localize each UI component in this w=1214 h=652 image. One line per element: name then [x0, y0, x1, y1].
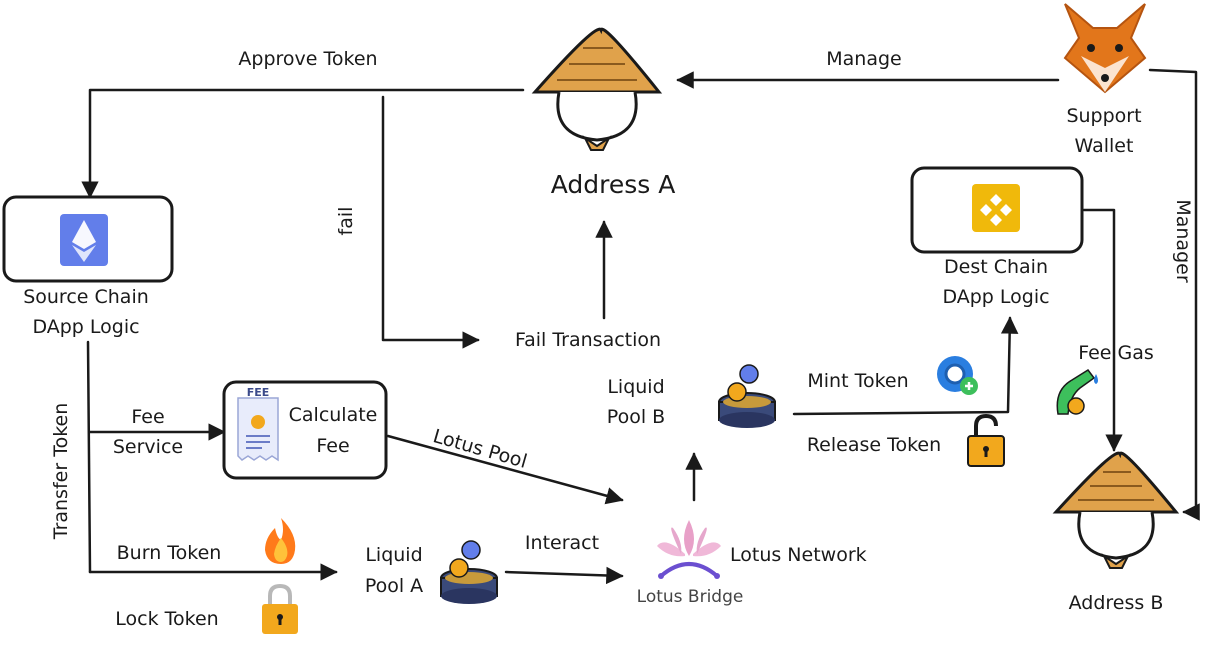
edge-label-fee-service-line2: Service [112, 436, 184, 458]
node-label-address-b: Address B [1068, 592, 1164, 614]
edge-fail [381, 95, 480, 349]
node-label-source-chain-line1: Source Chain [23, 286, 149, 308]
edge-label-release-token: Release Token [806, 434, 942, 456]
edge-approve-token [81, 88, 525, 199]
lock-icon [262, 583, 298, 634]
edge-label-lock-token: Lock Token [115, 608, 219, 630]
edge-dest-to-address-b [1082, 208, 1123, 452]
edge-label-fee-service-line1: Fee [131, 406, 165, 428]
edge-label-fee-gas: Fee Gas [1078, 342, 1154, 364]
unlock-icon [967, 413, 1005, 467]
node-label-fail-transaction[interactable]: Fail Transaction [514, 329, 662, 351]
node-label-dest-chain-line2: DApp Logic [942, 286, 1050, 308]
liquid-pool-b-icon[interactable] [718, 364, 776, 428]
fee-receipt-text: FEE [246, 386, 270, 399]
edge-label-fail: fail [335, 206, 357, 236]
edge-manager [1148, 68, 1200, 521]
edge-transfer-token [86, 340, 92, 574]
edge-label-transfer-token: Transfer Token [50, 402, 72, 540]
edges [81, 68, 1200, 585]
node-label-liquid-pool-b-line1: Liquid [607, 376, 665, 398]
node-label-support-wallet-line2: Wallet [1074, 135, 1134, 157]
node-label-liquid-pool-a-line2: Pool A [364, 575, 424, 597]
fox-icon[interactable] [1063, 3, 1147, 94]
node-label-address-a: Address A [550, 170, 676, 199]
address-b-avatar[interactable] [1052, 451, 1180, 569]
fee-receipt-icon [237, 397, 279, 462]
hat-icon [1052, 451, 1180, 514]
address-a-avatar[interactable] [531, 27, 663, 151]
edge-label-manage: Manage [826, 48, 902, 70]
fire-icon [265, 518, 296, 564]
edge-label-burn-token: Burn Token [116, 542, 222, 564]
edge-label-approve-token: Approve Token [238, 48, 378, 70]
edge-lotus-pool [386, 434, 624, 505]
node-label-calculate-fee-line2: Fee [316, 435, 350, 457]
node-label-lotus-network: Lotus Network [730, 544, 867, 566]
lotus-bridge-logo[interactable] [657, 520, 721, 579]
liquid-pool-a-icon[interactable] [440, 540, 498, 604]
node-label-lotus-bridge: Lotus Bridge [636, 587, 744, 607]
ethereum-icon [60, 214, 108, 266]
fuel-nozzle-icon [1056, 368, 1098, 415]
node-label-source-chain-line2: DApp Logic [32, 316, 140, 338]
node-label-support-wallet-line1: Support [1066, 105, 1142, 127]
bnb-icon [972, 184, 1020, 232]
edge-label-interact: Interact [524, 532, 600, 554]
node-label-liquid-pool-b-line2: Pool B [606, 406, 666, 428]
edge-interact [504, 566, 624, 585]
edge-label-manager: Manager [1172, 199, 1194, 283]
mint-icon [937, 356, 978, 395]
edge-label-mint-token: Mint Token [807, 370, 909, 392]
hat-icon [531, 27, 663, 94]
edge-mint-release [792, 316, 1019, 416]
node-label-dest-chain-line1: Dest Chain [944, 256, 1048, 278]
node-label-liquid-pool-a-line1: Liquid [365, 544, 423, 566]
node-label-calculate-fee-line1: Calculate [288, 404, 378, 426]
